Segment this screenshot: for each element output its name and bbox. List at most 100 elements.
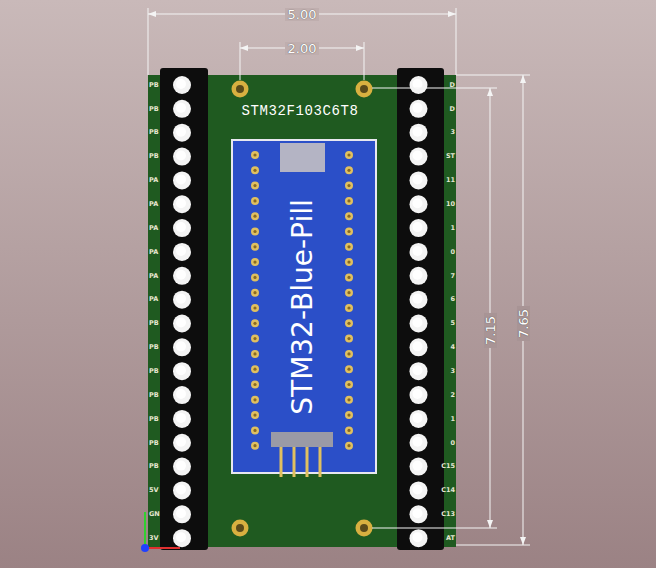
terminal-screw [413,151,423,161]
mounting-hole [236,85,244,93]
dimension-value: 5.00 [285,8,320,21]
pin-name: PB [149,368,159,375]
pin-pad [345,289,353,297]
terminal-screw [413,365,423,375]
header-pin [306,447,309,477]
terminal-screw [176,79,186,89]
dimension-arrow [240,45,248,51]
terminal-screw [173,338,191,356]
pin-pad [345,396,353,404]
terminal-screw [173,171,191,189]
terminal-screw [176,365,186,375]
terminal-screw [173,386,191,404]
pin-name: PB [149,82,159,89]
terminal-screw [410,76,428,94]
terminal-screw [176,413,186,423]
terminal-screw [413,532,423,542]
pin-pad [251,426,259,434]
dimension-value: 7.15 [483,313,496,348]
header-pin [319,447,322,477]
pin-pad [253,322,256,325]
pin-name: ST [446,153,455,160]
mounting-hole [356,520,373,537]
terminal-screw [176,437,186,447]
pin-pad [345,350,353,358]
terminal-screw [413,174,423,184]
terminal-screw [410,434,428,452]
pin-name: PA [149,225,158,232]
pin-pad [347,169,350,172]
pin-pad [345,335,353,343]
pin-pad [251,350,259,358]
pin-pad [345,273,353,281]
pin-name: 1 [450,225,455,232]
pin-pad [345,319,353,327]
terminal-screw [410,124,428,142]
terminal-screw [176,222,186,232]
pin-name: C14 [441,487,455,494]
pin-name: 1 [450,416,455,423]
pin-name: 5 [450,320,455,327]
terminal-screw [413,103,423,113]
pin-name: PB [149,416,159,423]
pin-pad [251,396,259,404]
pin-pad [345,151,353,159]
pin-name: 10 [446,201,455,208]
pin-pad [347,352,350,355]
terminal-screw [410,219,428,237]
pin-pad [251,151,259,159]
pin-name: 2 [450,392,455,399]
pin-pad [345,197,353,205]
terminal-screw [173,458,191,476]
pin-pad [251,166,259,174]
pin-pad [345,228,353,236]
pin-pad [347,368,350,371]
pin-pad [253,383,256,386]
terminal-screw [410,315,428,333]
terminal-screw [413,318,423,328]
pin-name: D [450,106,455,113]
pin-pad [253,184,256,187]
pin-pad [253,291,256,294]
module-outline [231,139,377,474]
terminal-screw [410,362,428,380]
terminal-screw [173,434,191,452]
dimension-line [372,528,497,529]
axis-y [144,512,146,548]
dimension-line [490,88,491,528]
terminal-screw [413,341,423,351]
header [271,432,333,447]
pin-name: AT [446,535,455,542]
terminal-screw [173,481,191,499]
dimension-arrow [487,520,493,528]
pin-name: C13 [441,511,455,518]
dimension-value: 2.00 [285,42,320,55]
pin-pad [253,215,256,218]
terminal-screw [413,270,423,280]
pin-name: PA [149,273,158,280]
dimension-line [148,8,149,75]
pin-name: PB [149,392,159,399]
terminal-screw [176,151,186,161]
pin-name: 6 [450,296,455,303]
pin-name: PA [149,249,158,256]
pin-name: PA [149,201,158,208]
pin-name: PB [149,344,159,351]
dimension-line [456,8,457,75]
pin-pad [345,304,353,312]
axis-x [145,547,180,549]
terminal-screw [413,294,423,304]
pin-name: 0 [450,249,455,256]
pin-pad [253,199,256,202]
pin-pad [253,169,256,172]
pin-pad [253,352,256,355]
pin-name: D [450,82,455,89]
pin-pad [253,153,256,156]
terminal-screw [413,389,423,399]
pin-name: 3 [450,129,455,136]
chip-label: STM32F103C6T8 [241,104,358,118]
pin-pad [251,243,259,251]
pin-pad [251,212,259,220]
pin-pad [345,243,353,251]
